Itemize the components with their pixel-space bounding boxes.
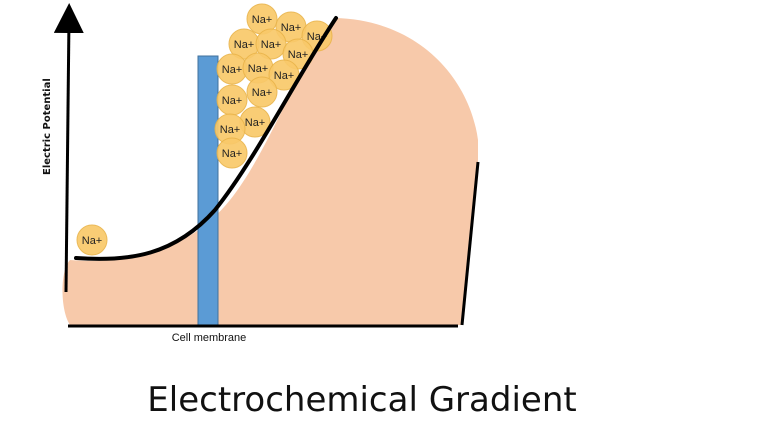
svg-text:Na+: Na+: [288, 49, 309, 61]
svg-text:Na+: Na+: [222, 148, 243, 160]
svg-text:Na+: Na+: [222, 95, 243, 107]
membrane-label: Cell membrane: [172, 332, 247, 344]
svg-text:Na+: Na+: [248, 63, 269, 75]
y-axis-label: Electric Potential: [42, 78, 53, 175]
na-ion: Na+: [228, 28, 260, 60]
svg-text:Na+: Na+: [274, 70, 295, 82]
na-ion: Na+: [216, 53, 248, 85]
svg-text:Na+: Na+: [252, 87, 273, 99]
y-axis: [53, 3, 84, 293]
svg-text:Na+: Na+: [222, 64, 243, 76]
na-ion: Na+: [216, 137, 248, 169]
ion-cluster: Na+ Na+ Na+ Na+ Na+ Na+ Na+ Na+ Na+ Na+ …: [76, 3, 333, 256]
na-ion-single: Na+: [76, 224, 108, 256]
svg-text:Na+: Na+: [220, 124, 241, 136]
cell-membrane-bar: [197, 55, 219, 327]
svg-text:Na+: Na+: [252, 14, 273, 26]
na-ion: Na+: [239, 106, 271, 138]
na-ion: Na+: [255, 28, 287, 60]
svg-text:Na+: Na+: [82, 235, 103, 247]
svg-text:Na+: Na+: [234, 39, 255, 51]
potential-curve: [74, 16, 338, 261]
region-right-edge: [460, 161, 480, 326]
svg-text:Na+: Na+: [245, 117, 266, 129]
svg-text:Na+: Na+: [281, 22, 302, 34]
page-title: Electrochemical Gradient: [147, 380, 577, 420]
na-ion: Na+: [268, 59, 300, 91]
na-ion: Na+: [216, 84, 248, 116]
na-ion: Na+: [246, 76, 278, 108]
svg-text:Na+: Na+: [261, 39, 282, 51]
